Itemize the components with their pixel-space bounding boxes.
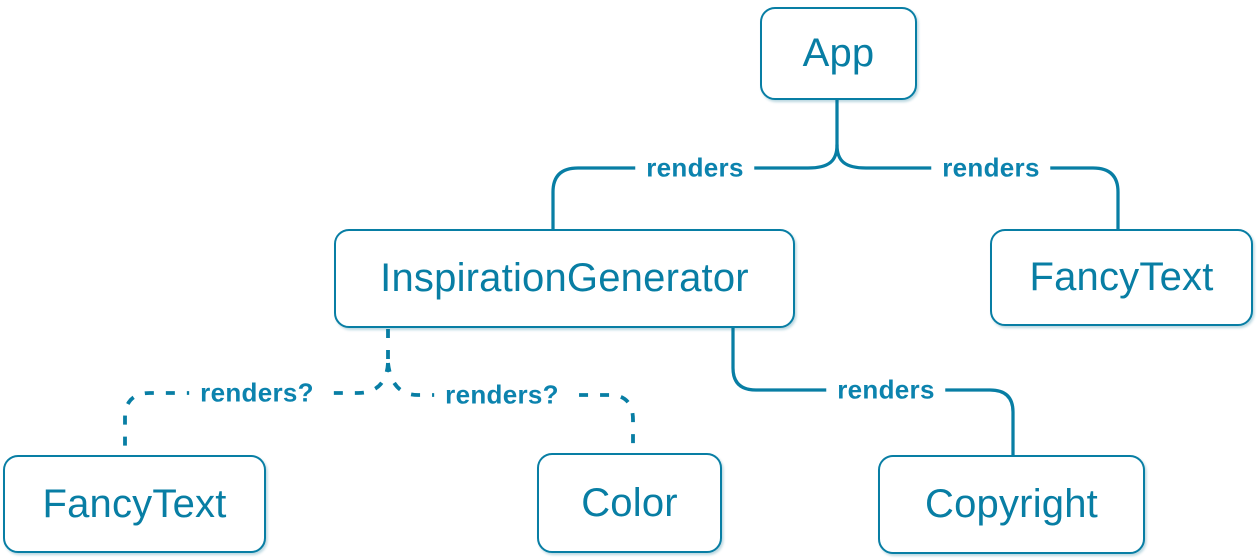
edge-label-renders-copyright: renders — [826, 376, 946, 405]
node-color-label: Color — [581, 480, 678, 525]
edge-label-renders-question-color: renders? — [434, 381, 570, 410]
node-fancytext-bottom-label: FancyText — [42, 481, 227, 526]
node-fancytext-bottom: FancyText — [3, 455, 266, 553]
node-app: App — [760, 7, 917, 100]
edge-label-renders-app-inspirationgenerator: renders — [635, 154, 755, 183]
node-app-label: App — [802, 31, 875, 75]
node-inspiration-generator: InspirationGenerator — [334, 229, 795, 328]
edge-app-to-fancytext — [835, 143, 1120, 231]
node-copyright-label: Copyright — [925, 482, 1098, 526]
edge-label-renders-question-fancytext: renders? — [189, 379, 325, 408]
node-copyright: Copyright — [878, 455, 1145, 554]
node-inspiration-generator-label: InspirationGenerator — [380, 256, 749, 300]
edge-label-renders-app-fancytext: renders — [931, 154, 1051, 183]
node-fancytext-top: FancyText — [990, 229, 1253, 326]
edge-inspirationgenerator-to-fancytext — [123, 362, 390, 455]
node-fancytext-top-label: FancyText — [1029, 255, 1214, 299]
node-color: Color — [537, 453, 722, 553]
